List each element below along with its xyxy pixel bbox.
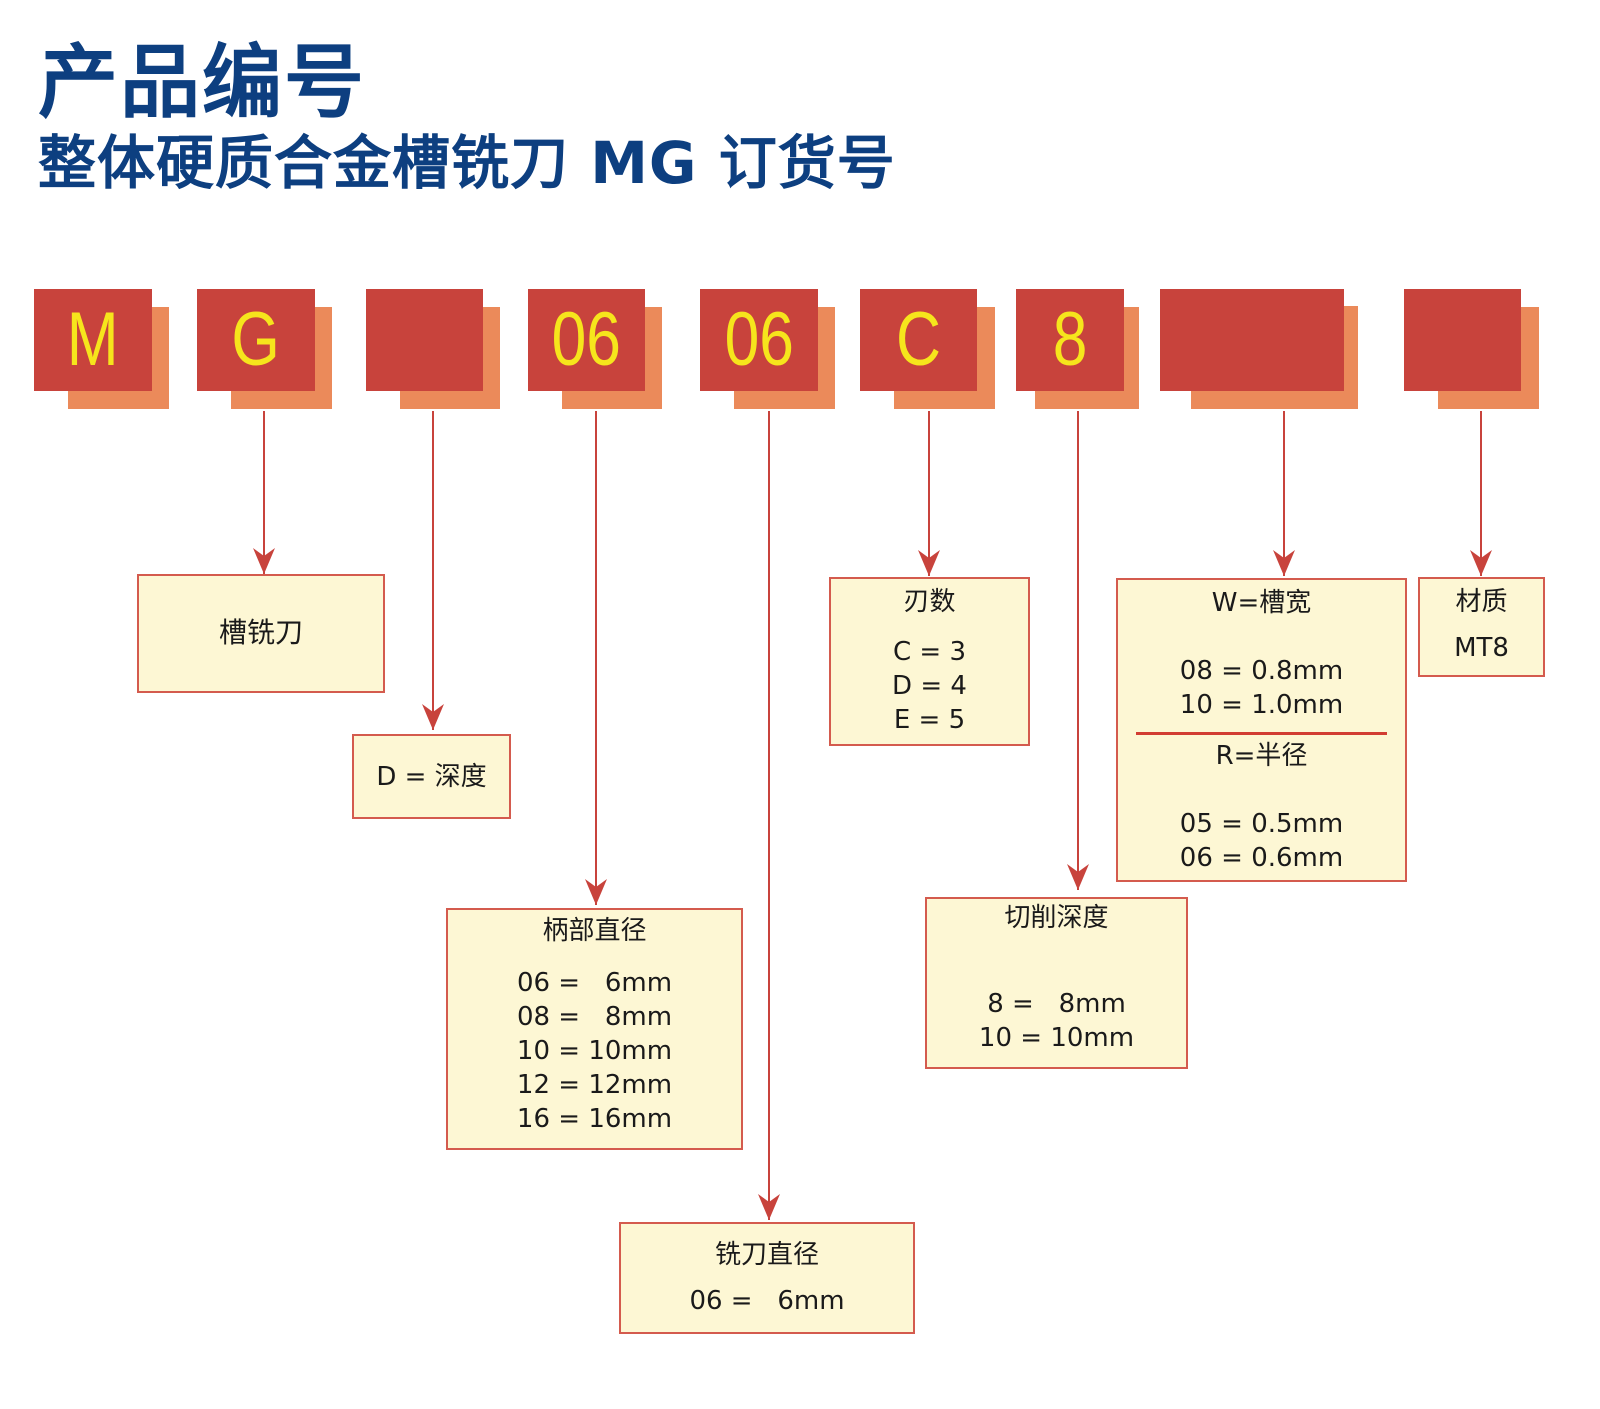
legend-title: D = 深度 bbox=[376, 762, 487, 792]
legend-title-radius: R=半径 bbox=[1215, 741, 1308, 771]
tile-face: 06 bbox=[700, 289, 818, 391]
code-segment-g: G bbox=[197, 289, 332, 409]
legend-row: 06 = 0.6mm bbox=[1179, 843, 1344, 873]
legend-row: 05 = 0.5mm bbox=[1179, 809, 1344, 839]
arrow-head-cut-depth bbox=[1067, 864, 1089, 890]
code-segment-depth bbox=[366, 289, 501, 409]
legend-row: 12 = 12mm bbox=[516, 1070, 673, 1100]
legend-row: 10 = 10mm bbox=[516, 1036, 673, 1066]
arrow-head-cutter-diameter bbox=[758, 1194, 780, 1220]
legend-title: 槽铣刀 bbox=[218, 616, 303, 649]
legend-divider bbox=[1136, 732, 1387, 735]
code-segment-m: M bbox=[34, 289, 169, 409]
arrow-head-flutes bbox=[918, 550, 940, 576]
code-segment-label: 8 bbox=[1052, 297, 1088, 382]
legend-title: 切削深度 bbox=[1004, 903, 1109, 933]
legend-row: MT8 bbox=[1454, 633, 1509, 663]
legend-row: 10 = 10mm bbox=[978, 1023, 1135, 1053]
code-segment-shank-diameter: 06 bbox=[528, 289, 663, 409]
tile-face: C bbox=[860, 289, 977, 391]
tile-face bbox=[1160, 289, 1344, 391]
arrow-head-type bbox=[253, 548, 275, 574]
legend-box-shank-diameter: 柄部直径 06 = 6mm 08 = 8mm 10 = 10mm 12 = 12… bbox=[446, 908, 743, 1150]
tile-face: 06 bbox=[528, 289, 645, 391]
legend-title: 柄部直径 bbox=[542, 916, 647, 946]
code-segment-width-radius bbox=[1160, 289, 1358, 409]
code-segment-flutes: C bbox=[860, 289, 995, 409]
tile-face: 8 bbox=[1016, 289, 1124, 391]
legend-box-cut-depth: 切削深度 8 = 8mm 10 = 10mm bbox=[925, 897, 1188, 1069]
tile-face bbox=[366, 289, 483, 391]
arrow-head-material bbox=[1470, 550, 1492, 576]
code-segment-label: G bbox=[231, 297, 281, 382]
legend-row: 10 = 1.0mm bbox=[1179, 690, 1344, 720]
code-segment-label: C bbox=[895, 297, 941, 382]
tile-face: G bbox=[197, 289, 315, 391]
tile-face bbox=[1404, 289, 1521, 391]
arrow-head-shank-diameter bbox=[585, 879, 607, 905]
legend-box-type: 槽铣刀 bbox=[137, 574, 385, 693]
legend-box-flutes: 刃数 C = 3 D = 4 E = 5 bbox=[829, 577, 1030, 746]
code-segment-label: M bbox=[67, 297, 119, 382]
legend-row: D = 4 bbox=[892, 671, 967, 701]
legend-title: 刃数 bbox=[903, 587, 956, 617]
legend-row: C = 3 bbox=[892, 637, 966, 667]
legend-row: E = 5 bbox=[893, 705, 966, 735]
legend-row: 08 = 8mm bbox=[516, 1002, 673, 1032]
page-subtitle: 整体硬质合金槽铣刀 MG 订货号 bbox=[38, 129, 896, 197]
legend-row: 8 = 8mm bbox=[987, 989, 1126, 1019]
tile-face: M bbox=[34, 289, 152, 391]
arrow-head-width-radius bbox=[1273, 550, 1295, 576]
legend-box-material: 材质 MT8 bbox=[1418, 577, 1545, 677]
legend-row: 16 = 16mm bbox=[516, 1104, 673, 1134]
code-segment-material bbox=[1404, 289, 1539, 409]
legend-box-width-radius: W=槽宽 08 = 0.8mm 10 = 1.0mm R=半径 05 = 0.5… bbox=[1116, 578, 1407, 882]
code-segment-cutter-diameter: 06 bbox=[700, 289, 835, 409]
code-segment-label: 06 bbox=[551, 297, 622, 382]
legend-title: 铣刀直径 bbox=[714, 1240, 819, 1270]
legend-title: 材质 bbox=[1455, 587, 1508, 617]
legend-row: 06 = 6mm bbox=[689, 1286, 845, 1316]
legend-row: 08 = 0.8mm bbox=[1179, 656, 1344, 686]
legend-title-width: W=槽宽 bbox=[1211, 588, 1312, 618]
legend-box-cutter-diameter: 铣刀直径 06 = 6mm bbox=[619, 1222, 915, 1334]
legend-box-depth: D = 深度 bbox=[352, 734, 511, 819]
code-segment-label: 06 bbox=[724, 297, 794, 382]
code-segment-cut-depth: 8 bbox=[1016, 289, 1139, 409]
arrow-head-depth bbox=[422, 704, 444, 730]
page-title: 产品编号 bbox=[38, 36, 366, 129]
legend-row: 06 = 6mm bbox=[516, 968, 673, 998]
